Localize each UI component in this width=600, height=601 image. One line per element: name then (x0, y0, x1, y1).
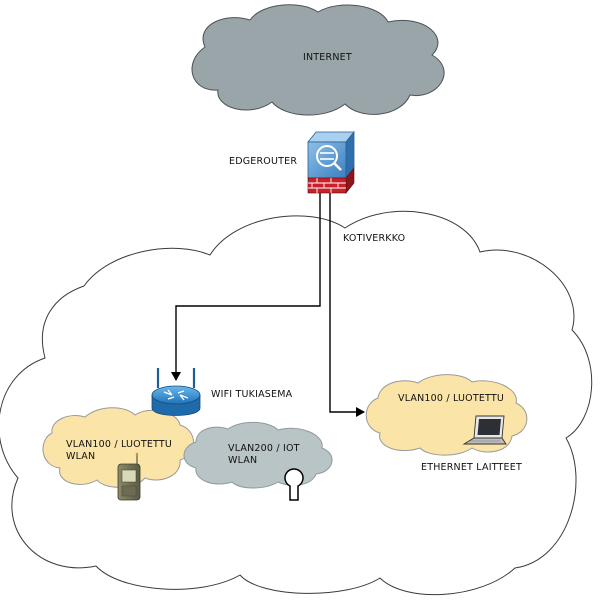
ethernet-laitteet-label: ETHERNET LAITTEET (421, 462, 522, 473)
wifi-tukiasema-label: WIFI TUKIASEMA (211, 389, 293, 400)
wired-trusted-label: VLAN100 / LUOTETTU (398, 393, 505, 404)
wlan-trusted-cloud (42, 407, 194, 488)
router-to-wifi-link (171, 192, 321, 381)
keyhole-lock-icon (284, 468, 304, 501)
router-firewall-icon (307, 130, 355, 194)
mobile-phone-icon (117, 452, 141, 501)
wlan-iot-label: VLAN200 / IOT WLAN (228, 443, 300, 466)
laptop-icon (462, 415, 507, 445)
internet-cloud (191, 4, 445, 116)
router-to-ethernet-link (329, 192, 365, 417)
kotiverkko-label: KOTIVERKKO (343, 233, 406, 244)
wlan-trusted-label: VLAN100 / LUOTETTU WLAN (66, 439, 173, 462)
wireless-access-point-icon (151, 368, 201, 416)
home-network-cloud (0, 210, 593, 596)
edgerouter-label: EDGEROUTER (229, 156, 298, 167)
internet-label: INTERNET (303, 52, 352, 63)
